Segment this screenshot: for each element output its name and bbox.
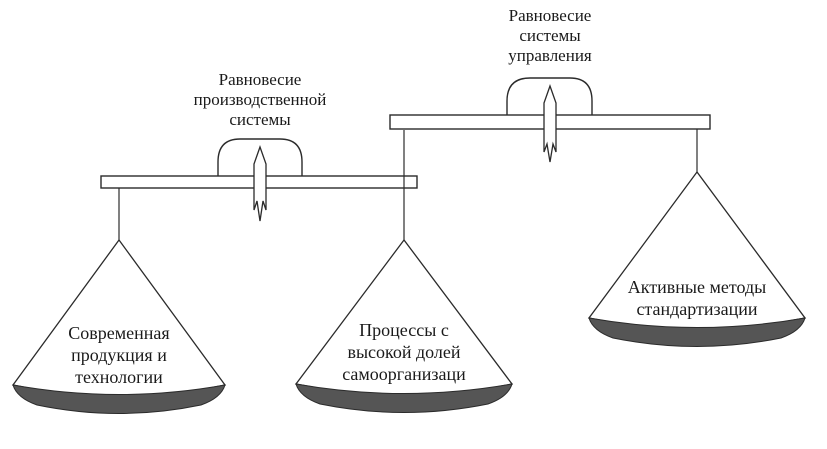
title-left-production-balance: Равновесие производственной системы bbox=[158, 70, 362, 130]
pan-right-line-1: Активные методы bbox=[627, 277, 767, 297]
right-pointer-needle bbox=[543, 84, 557, 163]
pan-middle-line-1: Процессы с bbox=[359, 320, 449, 340]
pan-left-label: Современная продукция и технологии bbox=[29, 322, 209, 388]
pan-right bbox=[587, 170, 807, 347]
title-left-line-1: Равновесие bbox=[218, 70, 302, 89]
title-left-line-2: производственной bbox=[193, 90, 327, 109]
pan-middle-label: Процессы с высокой долей самоорганизаци bbox=[314, 319, 494, 385]
right-fulcrum-dome bbox=[506, 77, 593, 116]
pan-right-label: Активные методы стандартизации bbox=[597, 276, 797, 320]
left-fulcrum-dome bbox=[217, 138, 303, 177]
left-pointer-needle bbox=[253, 145, 267, 222]
pan-left-line-2: продукция и bbox=[71, 345, 167, 365]
pan-middle-line-3: самоорганизаци bbox=[342, 364, 466, 384]
pan-left-line-1: Современная bbox=[68, 323, 170, 343]
pan-right-line-2: стандартизации bbox=[636, 299, 758, 319]
title-left-line-3: системы bbox=[229, 110, 291, 129]
pan-middle-line-2: высокой долей bbox=[347, 342, 461, 362]
title-right-line-1: Равновесие bbox=[508, 6, 592, 25]
pan-middle bbox=[294, 238, 514, 413]
title-right-management-balance: Равновесие системы управления bbox=[450, 6, 650, 66]
title-right-line-2: системы bbox=[519, 26, 581, 45]
title-right-line-3: управления bbox=[508, 46, 592, 65]
pan-left bbox=[11, 238, 227, 414]
pan-left-line-3: технологии bbox=[75, 367, 163, 387]
